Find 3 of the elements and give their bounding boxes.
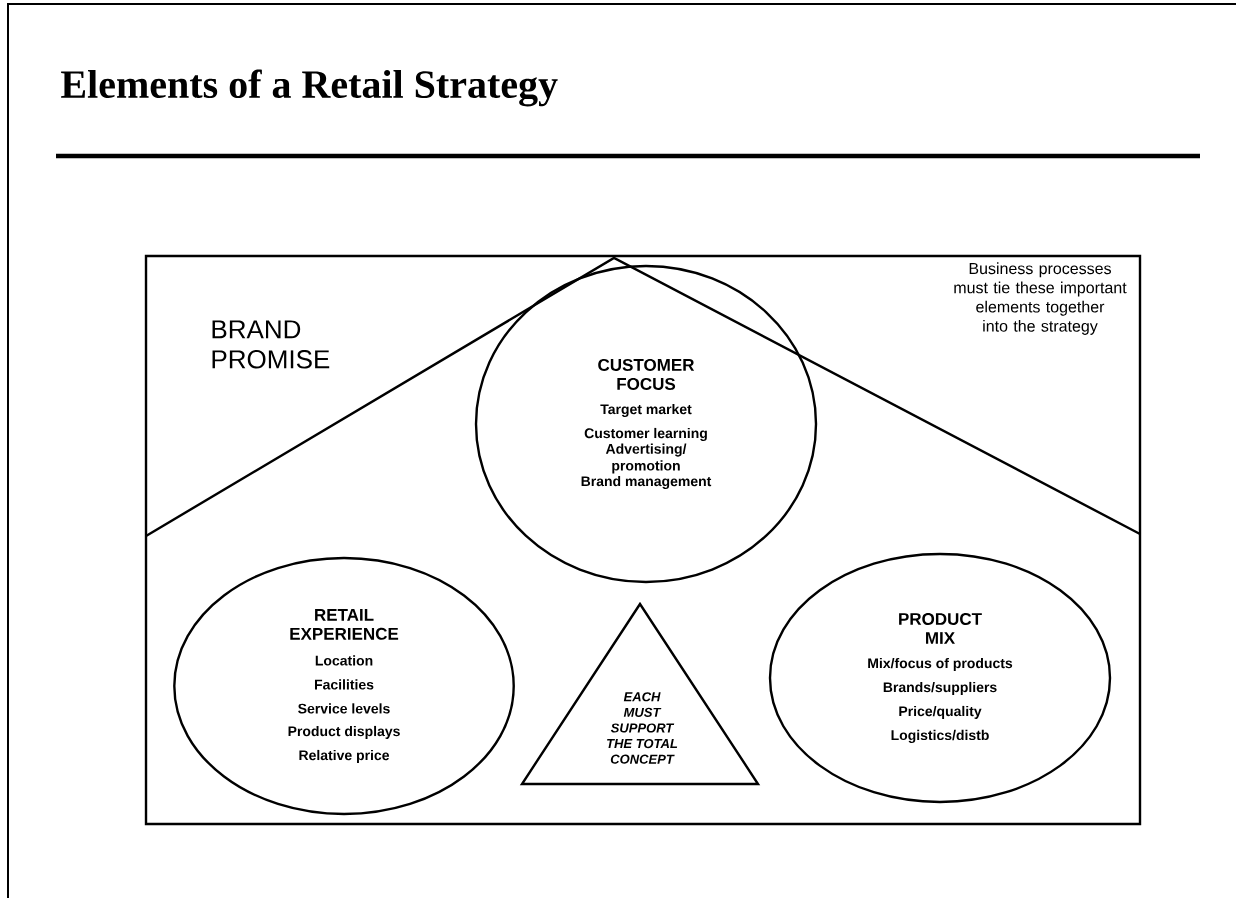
- heading: BRAND PROMISE: [212, 320, 330, 369]
- slide-title: Elements of a Retail Strategy: [61, 69, 558, 107]
- note: Business processes must tie these important elements together into the strategy: [954, 262, 1127, 335]
